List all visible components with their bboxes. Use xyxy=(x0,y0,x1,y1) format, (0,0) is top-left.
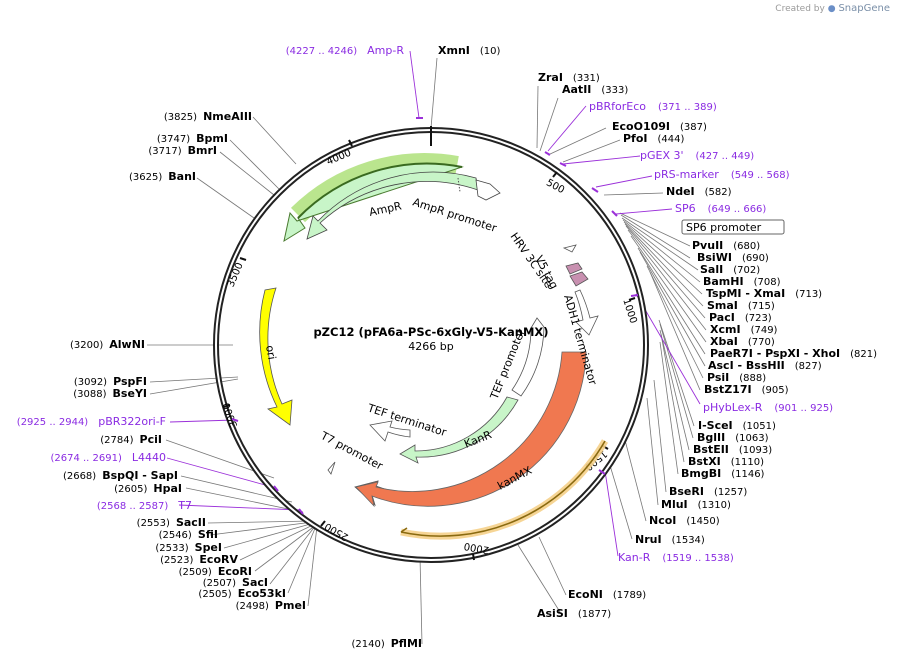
adh1-terminator-arrow xyxy=(574,289,599,336)
kanr-label: KanR xyxy=(462,428,494,451)
plasmid-name: pZC12 (pFA6a-PSc-6xGly-V5-KanMX) xyxy=(313,325,548,339)
t7-promoter-label: T7 promoter xyxy=(318,429,386,473)
restriction-site: PacI(723) xyxy=(709,311,772,324)
primer-label: pGEX 3'(427 .. 449) xyxy=(640,149,754,162)
restriction-site: (3717)BmrI xyxy=(148,144,217,157)
restriction-site: BstXI(1110) xyxy=(688,455,764,468)
restriction-site: (3825)NmeAIII xyxy=(164,110,252,123)
primer-labels: (4227 .. 4246)Amp-R pBRforEco(371 .. 389)… xyxy=(17,44,833,564)
credit-brand: SnapGene xyxy=(838,3,890,14)
restriction-site: TspMI - XmaI(713) xyxy=(706,287,822,300)
restriction-site: BstEII(1093) xyxy=(693,443,772,456)
tef-terminator-arrow xyxy=(369,420,411,442)
restriction-site: (2507)SacI xyxy=(203,576,268,589)
primer-leader-lines xyxy=(166,50,701,557)
primer-label: pRS-marker(549 .. 568) xyxy=(654,168,790,181)
tick-label: 3000 xyxy=(221,401,240,429)
plasmid-length: 4266 bp xyxy=(408,340,453,353)
restriction-site: PfoI(444) xyxy=(623,132,684,145)
kanr-arrow xyxy=(399,396,519,464)
restriction-site: PvuII(680) xyxy=(692,239,760,252)
restriction-site: SmaI(715) xyxy=(707,299,775,312)
restriction-site: I-SceI(1051) xyxy=(698,419,776,432)
restriction-site: ZraI(331) xyxy=(538,71,600,84)
ampr-label: AmpR xyxy=(368,199,403,219)
restriction-site: BglII(1063) xyxy=(697,431,769,444)
ori-arrow xyxy=(259,287,293,426)
sp6-promoter-label: SP6 promoter xyxy=(686,221,762,234)
restriction-site: NdeI(582) xyxy=(666,185,732,198)
restriction-site: EcoNI(1789) xyxy=(568,588,646,601)
restriction-site: (3088)BseYI xyxy=(73,387,147,400)
restriction-site: (2140)PflMI xyxy=(351,637,422,650)
primer-label: pHybLex-R(901 .. 925) xyxy=(703,401,833,414)
restriction-site: (2533)SpeI xyxy=(155,541,222,554)
hrv-3c-arrow xyxy=(562,244,577,253)
tick-label: 1000 xyxy=(620,297,638,325)
site-leader-lines xyxy=(147,57,707,645)
restriction-site: (3092)PspFI xyxy=(74,375,147,388)
ampr-border xyxy=(297,162,463,219)
restriction-site: (2509)EcoRI xyxy=(179,565,252,578)
ampr-dash xyxy=(457,177,461,193)
restriction-site: (2605)HpaI xyxy=(114,482,182,495)
tick-label: 4000 xyxy=(325,148,353,168)
restriction-site: AatII(333) xyxy=(562,83,628,96)
restriction-site: BsiWI(690) xyxy=(697,251,769,264)
restriction-site: BseRI(1257) xyxy=(669,485,747,498)
tef-promoter-arrow xyxy=(511,317,545,397)
restriction-site: (2546)SfiI xyxy=(159,528,218,541)
v5-tag-arrow xyxy=(565,262,583,275)
restriction-site: (2668)BspQI - SapI xyxy=(63,469,178,482)
primer-label: Kan-R(1519 .. 1538) xyxy=(618,551,734,564)
primer-label: (4227 .. 4246)Amp-R xyxy=(286,44,405,57)
restriction-site: (2784)PciI xyxy=(100,433,162,446)
restriction-site: (2505)Eco53kI xyxy=(198,587,286,600)
kanr-primer-arrow xyxy=(400,440,606,537)
restriction-site: SalI(702) xyxy=(700,263,760,276)
primer-label: (2925 .. 2944)pBR322ori-F xyxy=(17,415,166,428)
sp6-promoter-box xyxy=(681,219,785,235)
restriction-site: XcmI(749) xyxy=(710,323,778,336)
restriction-site: (3747)BpmI xyxy=(157,132,228,145)
restriction-site: XbaI(770) xyxy=(710,335,775,348)
tick-label: 500 xyxy=(544,177,566,196)
restriction-site: MluI(1310) xyxy=(661,498,731,511)
restriction-site: PaeR7I - PspXI - XhoI(821) xyxy=(710,347,877,360)
primer-label: pBRforEco(371 .. 389) xyxy=(589,100,717,113)
restriction-site: AsiSI(1877) xyxy=(537,607,611,620)
ampr-promoter-tip xyxy=(475,179,501,201)
restriction-site: EcoO109I(387) xyxy=(612,120,707,133)
restriction-site: PsiI(888) xyxy=(707,371,766,384)
primer-label: (2674 .. 2691)L4440 xyxy=(50,451,166,464)
restriction-site: BamHI(708) xyxy=(703,275,781,288)
ampr-promoter-arrow xyxy=(306,171,479,240)
restriction-site: (3200)AlwNI xyxy=(70,338,145,351)
primer-marks xyxy=(231,117,639,515)
restriction-site: AscI - BssHII(827) xyxy=(708,359,822,372)
snapgene-credit: Created by ● SnapGene xyxy=(775,3,890,14)
restriction-site: (2523)EcoRV xyxy=(160,553,238,566)
credit-prefix: Created by xyxy=(775,4,825,14)
v5-tag-arrow-2 xyxy=(569,271,589,287)
restriction-site: NcoI(1450) xyxy=(649,514,720,527)
ori-label: ori xyxy=(263,344,278,360)
restriction-site: BstZ17I(905) xyxy=(704,383,789,396)
restriction-site-labels: XmnI(10) ZraI(331)AatII(333) EcoO109I(387)… xyxy=(63,44,877,650)
t7-promoter-arrow xyxy=(327,461,336,475)
restriction-site: (2498)PmeI xyxy=(236,599,306,612)
tick-label: 2000 xyxy=(463,540,490,555)
restriction-site: XmnI(10) xyxy=(438,44,501,57)
primer-label: (2568 .. 2587)T7 xyxy=(97,499,192,512)
snapgene-logo-icon: ● xyxy=(827,4,836,14)
ampr-promoter-label: AmpR promoter xyxy=(411,195,499,235)
restriction-site: (3625)BanI xyxy=(129,170,196,183)
restriction-site: BmgBI(1146) xyxy=(681,467,765,480)
primer-label: SP6(649 .. 666) xyxy=(675,202,766,215)
kanmx-body xyxy=(355,351,587,508)
restriction-site: (2553)SacII xyxy=(137,516,206,529)
restriction-site: NruI(1534) xyxy=(635,533,705,546)
